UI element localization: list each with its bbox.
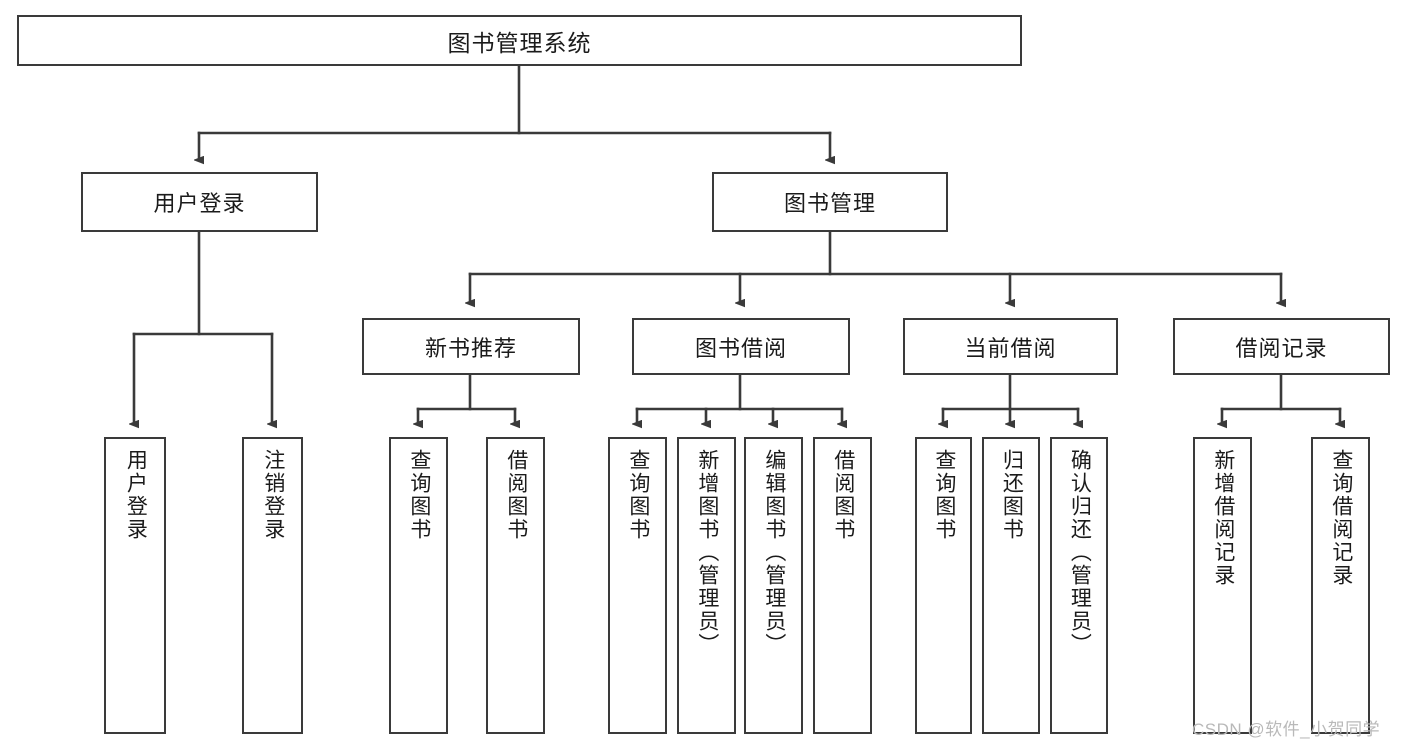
node-label: 图书管理 [783,191,876,216]
node-label: 确认归还（管理员） [1068,449,1092,656]
node-label: 借阅图书 [504,449,528,541]
leaf-query-book-borrow[interactable]: 查询图书 [608,437,667,734]
leaf-query-book-recommend[interactable]: 查询图书 [389,437,448,734]
leaf-confirm-return-admin[interactable]: 确认归还（管理员） [1050,437,1108,734]
node-label: 新增借阅记录 [1211,449,1235,587]
node-new-book-recommend[interactable]: 新书推荐 [362,318,580,375]
node-book-borrow[interactable]: 图书借阅 [632,318,850,375]
node-label: 查询图书 [407,449,431,541]
node-label: 当前借阅 [964,335,1057,361]
node-label: 借阅图书 [831,449,855,541]
node-current-borrow[interactable]: 当前借阅 [903,318,1118,375]
node-label: 查询借阅记录 [1329,449,1353,587]
node-label: 注销登录 [261,449,285,541]
leaf-query-book-current[interactable]: 查询图书 [915,437,972,734]
node-book-management[interactable]: 图书管理 [712,172,948,232]
leaf-logout[interactable]: 注销登录 [242,437,303,734]
node-label: 归还图书 [1000,449,1024,541]
node-label: 图书借阅 [694,335,787,361]
leaf-add-borrow-record[interactable]: 新增借阅记录 [1193,437,1252,734]
node-label: 编辑图书（管理员） [762,449,786,656]
leaf-borrow-book-recommend[interactable]: 借阅图书 [486,437,545,734]
node-root-system[interactable]: 图书管理系统 [17,15,1022,66]
leaf-return-book[interactable]: 归还图书 [982,437,1040,734]
leaf-query-borrow-record[interactable]: 查询借阅记录 [1311,437,1370,734]
node-user-login[interactable]: 用户登录 [81,172,318,232]
node-label: 查询图书 [932,449,956,541]
node-label: 新增图书（管理员） [695,449,719,656]
node-borrow-record[interactable]: 借阅记录 [1173,318,1390,375]
leaf-borrow-book[interactable]: 借阅图书 [813,437,872,734]
node-label: 新书推荐 [424,335,517,361]
node-label: 用户登录 [124,449,148,541]
node-label: 查询图书 [626,449,650,541]
node-label: 借阅记录 [1235,335,1328,361]
node-label: 图书管理系统 [447,29,592,56]
leaf-user-login[interactable]: 用户登录 [104,437,166,734]
leaf-add-book-admin[interactable]: 新增图书（管理员） [677,437,736,734]
leaf-edit-book-admin[interactable]: 编辑图书（管理员） [744,437,803,734]
node-label: 用户登录 [153,191,246,216]
